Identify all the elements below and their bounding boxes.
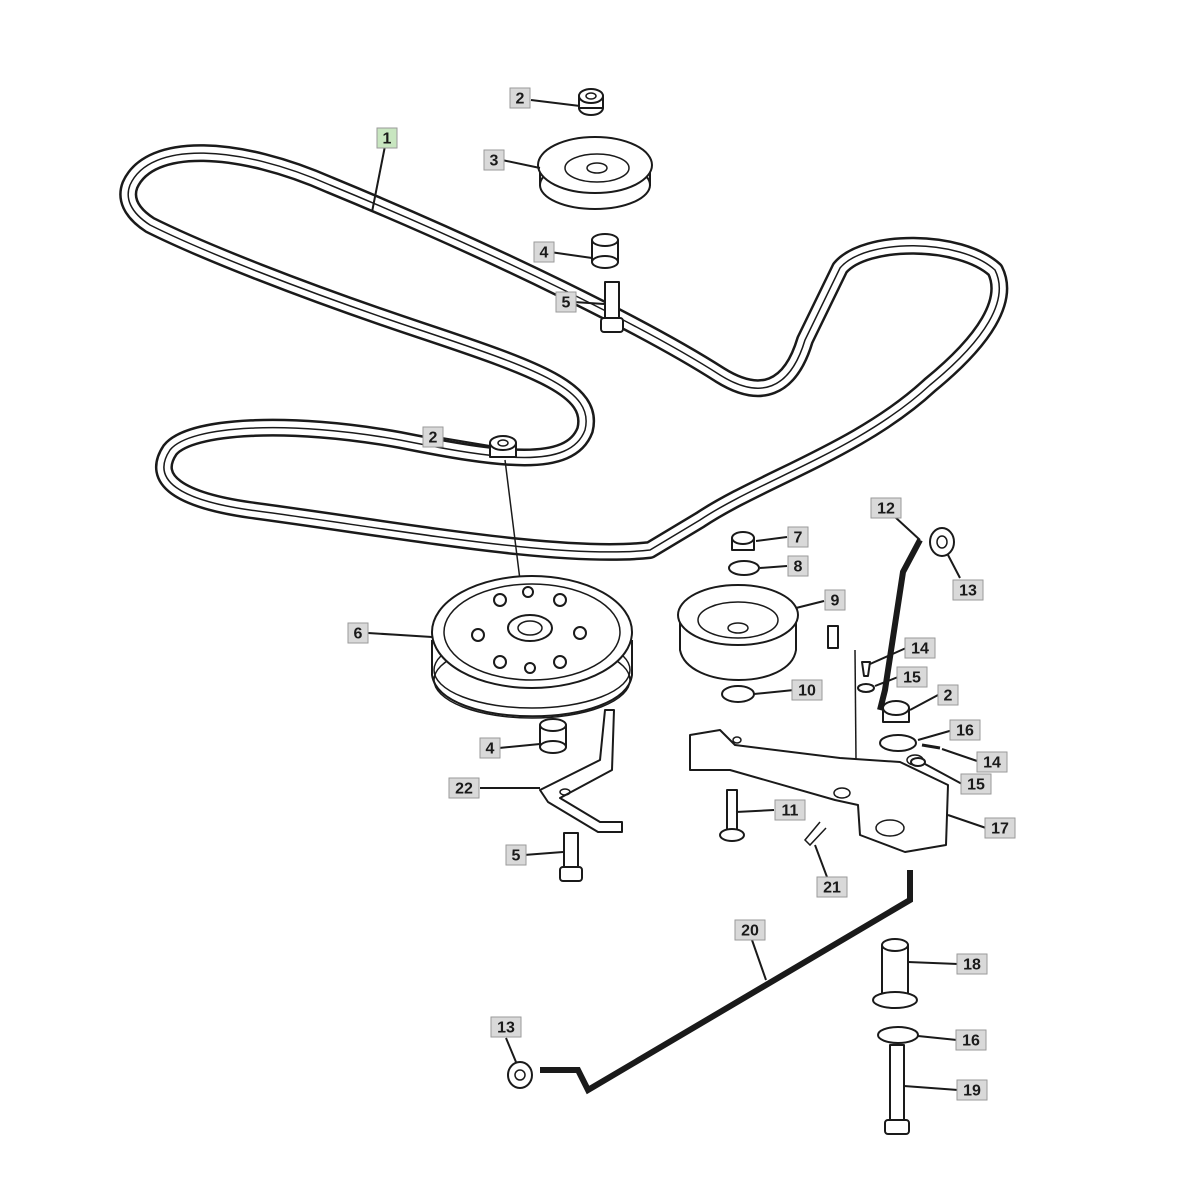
callout-box [533, 241, 555, 263]
callout-box [483, 149, 505, 171]
callout-number: 19 [963, 1083, 981, 1100]
callout-c6: 6 [347, 622, 369, 644]
callout-c2b: 2 [422, 426, 444, 448]
callout-c19: 19 [956, 1079, 988, 1101]
callout-number: 15 [903, 670, 921, 687]
callout-c2a: 2 [509, 87, 531, 109]
callout-box [976, 751, 1008, 773]
callout-c22: 22 [448, 777, 480, 799]
callout-number: 12 [877, 501, 895, 518]
callout-c13a: 13 [952, 579, 984, 601]
callout-box [984, 817, 1016, 839]
callout-box [448, 777, 480, 799]
callout-c2c: 2 [937, 684, 959, 706]
callout-number: 15 [967, 777, 985, 794]
callout-box [791, 679, 823, 701]
callout-c10: 10 [791, 679, 823, 701]
callout-c4a: 4 [533, 241, 555, 263]
callout-number: 4 [540, 245, 549, 262]
callout-c8: 8 [787, 555, 809, 577]
callout-number: 14 [911, 641, 929, 658]
callout-box [479, 737, 501, 759]
callout-c5a: 5 [555, 291, 577, 313]
callout-number: 3 [490, 153, 499, 170]
idler-bracket-assembly [507, 527, 955, 1135]
callout-number: 1 [383, 131, 392, 148]
callout-number: 6 [354, 626, 363, 643]
callout-box [787, 526, 809, 548]
callout-box [949, 719, 981, 741]
callout-number: 2 [944, 688, 953, 705]
callout-c5b: 5 [505, 844, 527, 866]
callout-box [956, 1079, 988, 1101]
callout-box [774, 799, 806, 821]
callout-box [956, 953, 988, 975]
callout-box [555, 291, 577, 313]
callout-box [870, 497, 902, 519]
callout-box [955, 1029, 987, 1051]
callout-c20: 20 [734, 919, 766, 941]
callout-c15b: 15 [960, 773, 992, 795]
callout-c21: 21 [816, 876, 848, 898]
callout-number: 13 [959, 583, 977, 600]
callout-number: 20 [741, 923, 759, 940]
callout-box [505, 844, 527, 866]
callout-number: 18 [963, 957, 981, 974]
callout-c16a: 16 [949, 719, 981, 741]
callout-c14a: 14 [904, 637, 936, 659]
callout-c7: 7 [787, 526, 809, 548]
callout-number: 8 [794, 559, 803, 576]
callout-c16b: 16 [955, 1029, 987, 1051]
callout-number: 9 [831, 593, 840, 610]
callout-box [422, 426, 444, 448]
callout-number: 16 [962, 1033, 980, 1050]
callout-c17: 17 [984, 817, 1016, 839]
callout-box [904, 637, 936, 659]
drive-belt [119, 144, 1009, 561]
callout-c1: 1 [376, 127, 398, 149]
leader-lines [367, 99, 987, 1091]
callout-number: 22 [455, 781, 473, 798]
callout-c14b: 14 [976, 751, 1008, 773]
callout-box [347, 622, 369, 644]
callout-number: 2 [429, 430, 438, 447]
callout-number: 13 [497, 1020, 515, 1037]
callout-c11: 11 [774, 799, 806, 821]
drive-pulley-assembly [431, 435, 633, 882]
callout-box [509, 87, 531, 109]
callout-box [960, 773, 992, 795]
callout-box [787, 555, 809, 577]
callout-c3: 3 [483, 149, 505, 171]
callout-box [490, 1016, 522, 1038]
callout-box [937, 684, 959, 706]
callout-labels: 1234526789101112131415216141517422521201… [347, 87, 1016, 1101]
callout-number: 10 [798, 683, 816, 700]
callout-number: 11 [782, 803, 799, 820]
callout-box [896, 666, 928, 688]
callout-number: 16 [956, 723, 974, 740]
callout-c12: 12 [870, 497, 902, 519]
callout-box [952, 579, 984, 601]
callout-number: 21 [823, 880, 841, 897]
callout-box [376, 127, 398, 149]
callout-number: 5 [512, 848, 521, 865]
callout-box [734, 919, 766, 941]
callout-number: 4 [486, 741, 495, 758]
callout-c13b: 13 [490, 1016, 522, 1038]
callout-c18: 18 [956, 953, 988, 975]
callout-c4b: 4 [479, 737, 501, 759]
callout-number: 17 [991, 821, 1009, 838]
callout-number: 14 [983, 755, 1001, 772]
callout-c15a: 15 [896, 666, 928, 688]
callout-number: 5 [562, 295, 571, 312]
callout-box [816, 876, 848, 898]
callout-number: 7 [794, 530, 803, 547]
top-idler-assembly [537, 88, 653, 333]
callout-box [824, 589, 846, 611]
callout-c9: 9 [824, 589, 846, 611]
callout-number: 2 [516, 91, 525, 108]
